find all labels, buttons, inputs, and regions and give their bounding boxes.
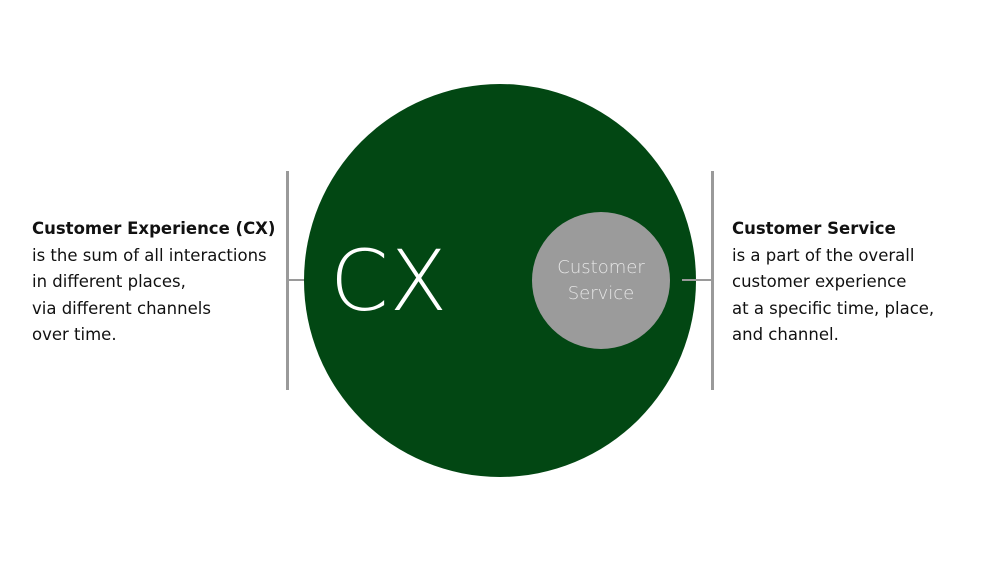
- customer-service-circle: Customer Service: [532, 212, 670, 349]
- customer-service-label-line: Customer: [557, 256, 645, 278]
- cs-line: at a specific time, place,: [732, 298, 935, 318]
- customer-service-title: Customer Service: [732, 219, 896, 238]
- left-bracket-line: [286, 171, 289, 390]
- right-bracket-tick: [682, 279, 712, 281]
- cs-line: is a part of the overall: [732, 245, 915, 265]
- cx-line: via different channels: [32, 298, 211, 318]
- cx-line: over time.: [32, 325, 117, 344]
- cx-label: CX: [330, 232, 449, 330]
- cx-line: in different places,: [32, 272, 186, 291]
- cx-title: Customer Experience (CX): [32, 219, 276, 238]
- cs-line: customer experience: [732, 272, 907, 291]
- right-bracket-line: [711, 171, 714, 390]
- cs-line: and channel.: [732, 325, 839, 344]
- cx-description: Customer Experience (CX) is the sum of a…: [32, 216, 275, 349]
- left-bracket-tick: [288, 279, 318, 281]
- customer-service-label-line: Service: [567, 282, 635, 304]
- cx-line: is the sum of all interactions: [32, 245, 267, 265]
- customer-service-description: Customer Service is a part of the overal…: [732, 216, 934, 349]
